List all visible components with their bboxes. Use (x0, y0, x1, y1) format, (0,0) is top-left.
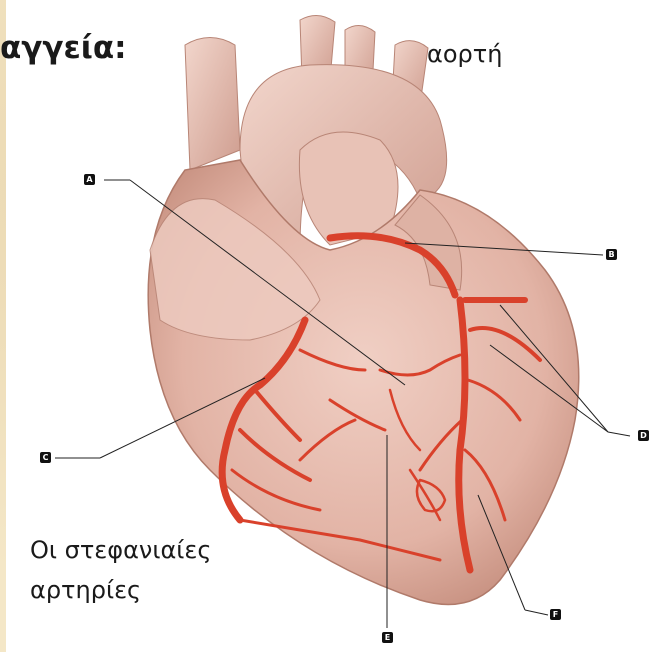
marker-e: E (382, 632, 393, 643)
superior-vena-cava (185, 38, 240, 171)
marker-a: A (84, 174, 95, 185)
caption-text: Οι στεφανιαίες αρτηρίες (30, 530, 270, 610)
marker-b: B (606, 249, 617, 260)
heading-text: αγγεία: (0, 30, 127, 66)
aorta-label: αορτή (427, 40, 502, 68)
marker-f: F (550, 609, 561, 620)
marker-c: C (40, 452, 51, 463)
marker-d: D (638, 430, 649, 441)
